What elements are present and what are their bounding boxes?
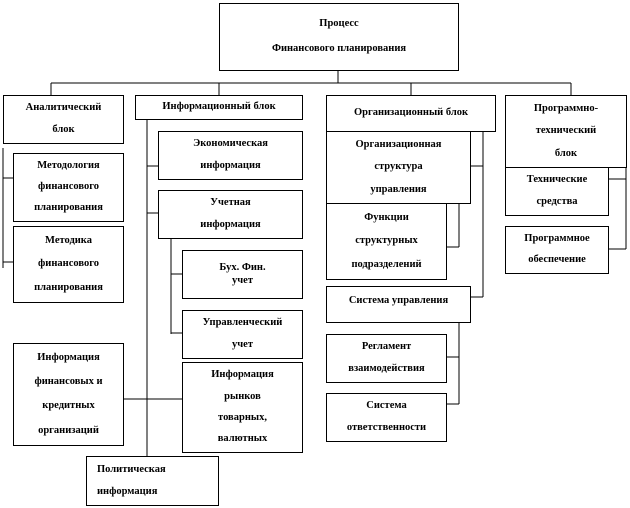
box-line: учет [232,274,253,286]
box-line: Информация [211,369,274,381]
box-line: финансового [38,258,99,270]
box-line: Информационный блок [162,101,276,113]
box-line: блок [52,123,75,135]
box-line: блок [554,147,578,159]
root-line: Процесс [319,18,359,30]
fin-orgs-info-box: Информация финансовых и кредитных органи… [13,343,124,446]
functions-box: Функции структурных подразделений [326,203,447,280]
reglament-box: Регламент взаимодействия [326,334,447,383]
root-line: Финансового планирования [271,43,407,54]
box-line: Экономическая [193,138,268,150]
box-line: Управленческий [202,317,283,329]
box-line: структурных [355,235,418,247]
box-line: Методика [45,234,92,246]
politics-info-box: Политическая информация [86,456,219,506]
mgmt-system-box: Система управления [326,286,471,323]
box-line: Система управления [348,295,449,306]
box-line: Аналитический [25,102,102,114]
box-line: кредитных [42,400,95,412]
prog-block-box: Программно- технический блок [505,95,627,168]
org-structure-box: Организационная структура управления [326,131,471,204]
box-line: структура [374,161,423,173]
box-line: технический [535,125,597,137]
box-line: Политическая [97,463,166,475]
box-line: финансового [38,181,99,193]
box-line: Информация [37,351,100,363]
box-line: организаций [38,424,99,436]
info-block-box: Информационный блок [135,95,303,120]
box-line: валютных [217,433,268,445]
box-line: обеспечение [528,254,586,266]
analytic-block-box: Аналитический блок [3,95,124,144]
econ-info-box: Экономическая информация [158,131,303,180]
box-line: планирования [34,281,103,293]
box-line: планирования [34,202,103,214]
box-line: информация [200,159,261,171]
root-process-box: Процесс Финансового планирования [219,3,459,71]
box-line: Программное [524,233,590,245]
box-line: взаимодействия [348,362,425,374]
box-line: подразделений [351,258,422,270]
account-info-box: Учетная информация [158,190,303,239]
box-line: учет [232,338,253,350]
buh-account-box: Бух. Фин. учет [182,250,303,299]
methodology-box: Методология финансового планирования [13,153,124,222]
box-line: Организационная [355,138,442,150]
box-line: финансовых и [34,376,103,388]
box-line: рынков [224,390,261,402]
box-line: Методология [37,160,100,172]
box-line: Система [366,400,407,412]
box-line: средства [536,195,578,207]
method-box: Методика финансового планирования [13,226,124,303]
markets-info-box: Информация рынков товарных, валютных [182,362,303,453]
box-line: Регламент [361,341,412,353]
box-line: Программно- [533,102,599,114]
box-line: Учетная [210,197,251,209]
tech-means-box: Технические средства [505,167,609,216]
box-line: Технические [526,174,588,186]
box-line: ответственности [346,421,427,433]
box-line: Функции [364,211,409,223]
responsibility-box: Система ответственности [326,393,447,442]
org-block-box: Организационный блок [326,95,496,132]
mgmt-account-box: Управленческий учет [182,310,303,359]
box-line: информация [97,485,158,497]
box-line: Организационный блок [353,107,469,119]
box-line: информация [200,218,261,230]
box-line: Бух. Фин. [219,261,266,273]
box-line: управления [370,183,427,195]
software-box: Программное обеспечение [505,226,609,274]
box-line: товарных, [218,411,267,423]
